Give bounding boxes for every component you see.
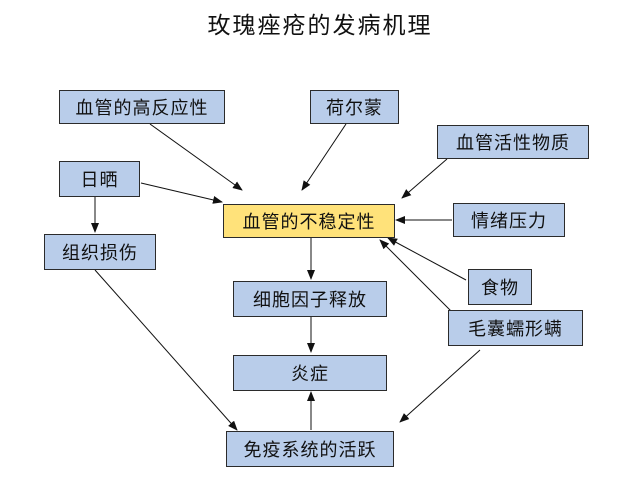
node-vascular-instability: 血管的不稳定性 [223,204,395,238]
node-hormone: 荷尔蒙 [310,90,399,124]
arrow-hyperreactivity-to-instability [149,123,243,191]
node-vasoactive-substances: 血管活性物质 [437,125,589,159]
arrow-demodex-to-instability [379,239,453,313]
node-demodex: 毛囊蠕形螨 [448,310,583,346]
arrow-sun-to-instability [140,182,223,204]
arrow-hormone-to-instability [301,123,347,191]
node-cytokine-release: 细胞因子释放 [233,281,387,317]
arrow-food-to-instability [387,237,467,281]
node-emotional-stress: 情绪压力 [453,203,565,237]
arrow-vasoactive-to-instability [401,158,448,199]
node-food: 食物 [468,269,532,305]
node-vascular-hyperreactivity: 血管的高反应性 [59,90,225,124]
node-immune-activation: 免疫系统的活跃 [226,431,394,467]
node-sun-exposure: 日晒 [59,161,140,197]
node-tissue-damage: 组织损伤 [44,234,156,270]
diagram-title: 玫瑰痤疮的发病机理 [207,13,433,39]
arrow-demodex-to-immune [399,349,481,423]
node-inflammation: 炎症 [233,355,387,391]
arrow-tissue-to-immune [94,269,238,431]
